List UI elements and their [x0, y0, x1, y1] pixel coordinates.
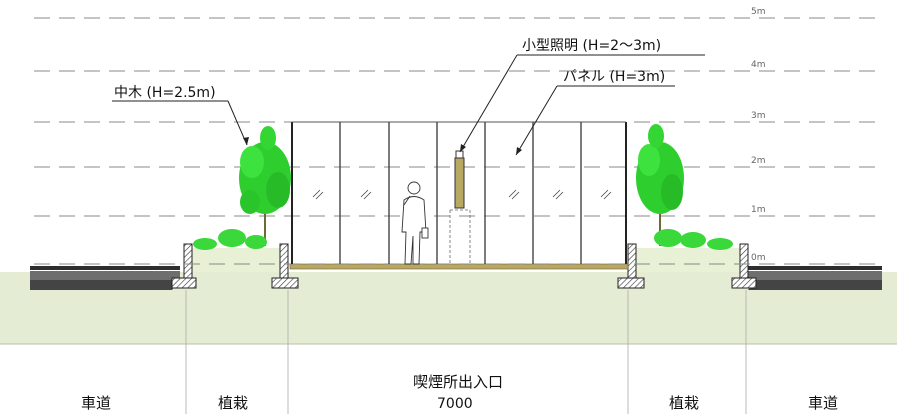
entrance-label: 喫煙所出入口: [413, 373, 503, 391]
left-shrubs: [193, 229, 267, 250]
right-planter-inner-wall: [617, 243, 645, 289]
right-tree: [636, 124, 684, 246]
right-planting-label: 植栽: [669, 394, 699, 412]
left-planter-soil: [192, 248, 280, 272]
left-planter-outer-wall: [171, 243, 197, 289]
right-shrubs: [654, 229, 733, 250]
light-callout-label: 小型照明 (H=2～3m): [522, 38, 661, 54]
tree-callout: 中木 (H=2.5m): [112, 85, 249, 146]
left-road-label: 車道: [81, 394, 111, 412]
entrance-width-label: 7000: [437, 396, 473, 412]
person-figure: [401, 181, 429, 265]
left-planting-label: 植栽: [218, 394, 248, 412]
right-road-label: 車道: [808, 394, 838, 412]
level-label-4m: 4m: [751, 60, 766, 70]
zone-dividers: [185, 290, 747, 414]
level-label-5m: 5m: [751, 7, 766, 17]
left-tree: [239, 126, 291, 246]
panel-callout: パネル (H=3m): [515, 69, 675, 156]
right-road-paving: [748, 266, 882, 290]
left-road-paving: [30, 266, 180, 290]
smoking-area-floor: [289, 263, 629, 270]
height-grid: [34, 17, 880, 265]
glass-panel-enclosure: [291, 121, 627, 264]
level-label-0m: 0m: [751, 253, 766, 263]
right-planter-soil: [636, 248, 740, 272]
lighting-pole: [449, 150, 471, 264]
panel-callout-label: パネル (H=3m): [563, 69, 665, 85]
left-planter-inner-wall: [271, 243, 299, 289]
light-callout: 小型照明 (H=2～3m): [459, 38, 705, 153]
level-label-2m: 2m: [751, 156, 766, 166]
level-label-1m: 1m: [751, 205, 766, 215]
tree-callout-label: 中木 (H=2.5m): [114, 85, 216, 101]
right-planter-outer-wall: [731, 243, 757, 289]
level-label-3m: 3m: [751, 111, 766, 121]
